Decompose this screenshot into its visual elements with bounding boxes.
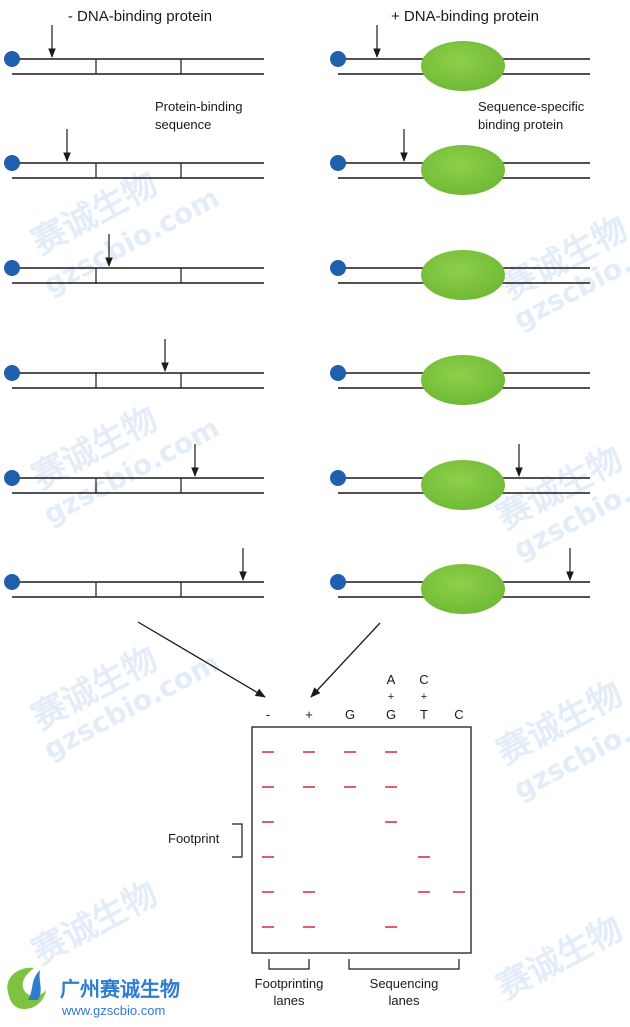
sequencing-bracket (348, 959, 460, 970)
sequencing-lanes-label: Sequencing (370, 976, 439, 991)
binding-protein (421, 564, 505, 614)
gel-lane-c: C (453, 707, 465, 893)
left-to-gel-arrow (137, 621, 266, 698)
dna-row (330, 129, 590, 195)
binding-protein (421, 460, 505, 510)
footprint-label: Footprint (168, 831, 220, 846)
labeled-end-dot (4, 365, 20, 381)
labeled-end-dot (4, 260, 20, 276)
labeled-end-dot (4, 574, 20, 590)
dna-row (4, 444, 264, 494)
lane-label: - (266, 707, 270, 722)
footprinting-bracket (268, 959, 310, 970)
dna-row (330, 548, 590, 614)
logo-mark-icon (7, 967, 46, 1010)
watermark-text: 赛诚生物 (25, 874, 164, 973)
labeled-end-dot (330, 51, 346, 67)
binding-protein (421, 145, 505, 195)
right-to-gel-arrow (310, 622, 381, 698)
dna-row (330, 250, 590, 300)
company-logo: 广州赛诚生物 www.gzscbio.com (7, 967, 180, 1018)
labeled-end-dot (330, 574, 346, 590)
gel-lane-g: G (344, 707, 356, 788)
footprint-bracket (232, 823, 243, 858)
lane-label: G (386, 707, 396, 722)
gel-lane-ct: C + T (418, 672, 430, 893)
labeled-end-dot (330, 155, 346, 171)
labeled-end-dot (330, 470, 346, 486)
lane-label-top: A (387, 672, 396, 687)
left-heading: - DNA-binding protein (68, 8, 212, 25)
binding-protein-label: Sequence-specific (478, 99, 585, 114)
labeled-end-dot (4, 470, 20, 486)
protein-binding-label: sequence (155, 117, 211, 132)
right-panel (330, 25, 590, 614)
binding-protein-label: binding protein (478, 117, 563, 132)
lane-label-plus: + (388, 691, 394, 703)
lane-label-top: C (419, 672, 428, 687)
lane-label: + (305, 707, 313, 722)
lane-label: C (454, 707, 463, 722)
lane-label: T (420, 707, 428, 722)
dna-row (4, 234, 264, 284)
labeled-end-dot (4, 51, 20, 67)
footprinting-lanes-label: lanes (273, 993, 305, 1008)
dna-row (4, 25, 264, 75)
dna-row (4, 339, 264, 389)
dna-row (330, 444, 590, 510)
left-panel (4, 25, 264, 598)
dna-row (330, 355, 590, 405)
dna-row (330, 25, 590, 91)
labeled-end-dot (330, 365, 346, 381)
labeled-end-dot (330, 260, 346, 276)
dna-row (4, 129, 264, 179)
sequencing-lanes-label: lanes (388, 993, 420, 1008)
lane-label: G (345, 707, 355, 722)
gel: - + G A + G C + T C (251, 672, 472, 954)
logo-url: www.gzscbio.com (61, 1003, 165, 1018)
gel-lane-plus: + (303, 707, 315, 928)
binding-protein (421, 250, 505, 300)
gel-frame (251, 726, 472, 954)
gel-lane-minus: - (262, 707, 274, 928)
gel-lane-ag: A + G (385, 672, 397, 928)
labeled-end-dot (4, 155, 20, 171)
protein-binding-label: Protein-binding (155, 99, 242, 114)
footprinting-lanes-label: Footprinting (255, 976, 324, 991)
binding-protein (421, 355, 505, 405)
right-heading: + DNA-binding protein (391, 8, 539, 25)
dna-row (4, 548, 264, 598)
binding-protein (421, 41, 505, 91)
lane-label-plus: + (421, 691, 427, 703)
logo-text: 广州赛诚生物 (60, 977, 180, 1001)
watermark-text: 赛诚生物 (490, 909, 629, 1008)
